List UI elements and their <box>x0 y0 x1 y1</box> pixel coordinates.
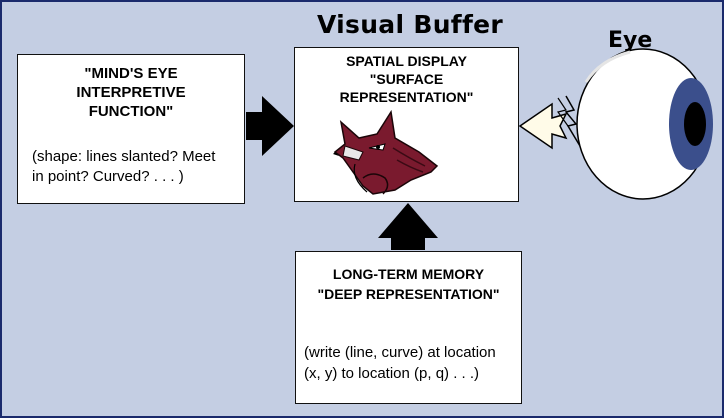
spatial-display-heading-line: SPATIAL DISPLAY <box>346 53 467 69</box>
long-term-memory-body-line: (x, y) to location (p, q) . . .) <box>304 365 480 382</box>
fox-head-icon <box>333 109 439 195</box>
diagram-title: Visual Buffer <box>316 10 504 39</box>
minds-eye-body-line: in point? Curved? . . . ) <box>32 168 184 185</box>
lightning-arrow-icon <box>518 95 581 150</box>
minds-eye-heading-line: INTERPRETIVE <box>76 84 186 101</box>
long-term-memory-heading-line: "DEEP REPRESENTATION" <box>317 286 500 302</box>
long-term-memory-body-line: (write (line, curve) at location <box>304 344 496 361</box>
spatial-display-heading: SPATIAL DISPLAY "SURFACE REPRESENTATION" <box>295 52 518 106</box>
spatial-display-heading-line: REPRESENTATION" <box>339 89 474 105</box>
minds-eye-body: (shape: lines slanted? Meet in point? Cu… <box>32 147 236 187</box>
long-term-memory-heading-line: LONG-TERM MEMORY <box>332 266 485 282</box>
eyeball-icon <box>576 48 713 200</box>
minds-eye-heading: "MIND'S EYE INTERPRETIVE FUNCTION" <box>18 64 244 121</box>
minds-eye-body-line: (shape: lines slanted? Meet <box>32 148 216 165</box>
minds-eye-heading-line: FUNCTION" <box>88 103 174 120</box>
minds-eye-heading-line: "MIND'S EYE <box>84 65 178 82</box>
up-arrow-icon <box>378 203 438 250</box>
minds-eye-box: "MIND'S EYE INTERPRETIVE FUNCTION" (shap… <box>17 54 245 204</box>
long-term-memory-box: LONG-TERM MEMORY "DEEP REPRESENTATION" (… <box>295 251 522 404</box>
long-term-memory-body: (write (line, curve) at location (x, y) … <box>304 342 517 384</box>
right-arrow-icon <box>246 96 294 156</box>
spatial-display-box: SPATIAL DISPLAY "SURFACE REPRESENTATION" <box>294 47 519 202</box>
long-term-memory-heading: LONG-TERM MEMORY "DEEP REPRESENTATION" <box>296 264 521 304</box>
spatial-display-heading-line: "SURFACE <box>369 71 444 87</box>
